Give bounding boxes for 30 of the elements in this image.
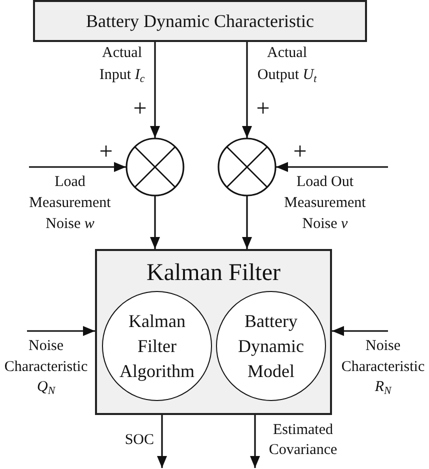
summing-junction: [125, 137, 185, 197]
edge-label: SOC: [124, 431, 154, 450]
edge-label: Noise Characteristic Q$_{N}$: [3, 337, 89, 398]
arrow: [242, 42, 252, 138]
plus-sign: +: [293, 141, 307, 163]
node-label: Battery Dynamic Model: [237, 310, 305, 382]
arrow: [332, 326, 388, 336]
edge-label: Actual Output U$_{t}$: [257, 44, 317, 86]
plus-sign: +: [99, 141, 113, 163]
arrow: [157, 415, 167, 468]
edge-label: Actual Input I$_{c}$: [98, 44, 146, 86]
edge-label: Noise Characteristic R$_{N}$: [340, 337, 426, 398]
arrow: [250, 415, 260, 468]
arrow: [276, 162, 388, 172]
edge-label: Load Out Measurement Noise v: [283, 173, 367, 234]
group-title: Kalman Filter: [146, 259, 280, 288]
box-label: Battery Dynamic Characteristic: [86, 10, 314, 33]
edge-label: Load Measurement Noise w: [28, 173, 112, 234]
arrow: [242, 196, 252, 249]
process-box: [33, 0, 367, 42]
arrow: [29, 162, 126, 172]
edge-label: Estimated Covariance: [268, 421, 338, 460]
group-box: [95, 249, 332, 415]
arrow: [150, 42, 160, 138]
plus-sign: +: [256, 98, 270, 120]
arrow: [150, 196, 160, 249]
arrow: [27, 326, 95, 336]
node-label: Kalman Filter Algorithm: [118, 310, 196, 383]
plus-sign: +: [133, 98, 147, 120]
summing-junction: [217, 137, 277, 197]
